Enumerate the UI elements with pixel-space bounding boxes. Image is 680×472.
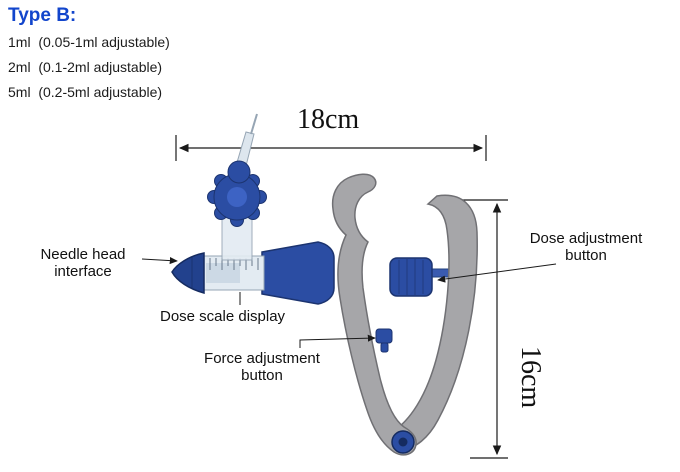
- dose-adjustment-leader-line: [437, 263, 557, 283]
- force-adjustment-leader-line: [299, 334, 376, 348]
- spec-line-5ml: 5ml (0.2-5ml adjustable): [8, 84, 163, 100]
- luer-lock-knob: [207, 160, 267, 227]
- syringe: [171, 113, 478, 456]
- dose-adjustment-label: Dose adjustment button: [529, 230, 643, 264]
- needle-head-leader-line: [141, 256, 178, 265]
- force-adjustment-button: [375, 328, 393, 353]
- needle-tip: [250, 113, 258, 135]
- needle-head-cone: [171, 252, 205, 294]
- main-body: [331, 173, 417, 456]
- force-adjustment-label: Force adjustment button: [204, 350, 320, 384]
- height-dimension-arrow: [458, 199, 508, 459]
- dose-scale-ticks: [209, 258, 259, 270]
- dose-adjustment-knob: [389, 257, 433, 297]
- dose-scale-label: Dose scale display: [160, 308, 286, 325]
- spec-line-2ml: 2ml (0.1-2ml adjustable): [8, 59, 163, 75]
- spec-line-1ml: 1ml (0.05-1ml adjustable): [8, 34, 170, 50]
- dose-scale-barrel: [203, 255, 265, 291]
- type-b-title: Type B:: [8, 5, 77, 26]
- knob-top-disc: [227, 160, 251, 184]
- width-dimension-label: 18cm: [297, 104, 360, 135]
- pivot-button: [391, 430, 415, 454]
- height-dimension-label: 16cm: [515, 346, 546, 409]
- rear-handle: [389, 194, 478, 450]
- barrel-collar: [261, 241, 335, 305]
- width-dimension-arrow: [175, 135, 487, 161]
- needle-head-label: Needle head interface: [40, 246, 126, 280]
- leader-lines: [141, 256, 557, 348]
